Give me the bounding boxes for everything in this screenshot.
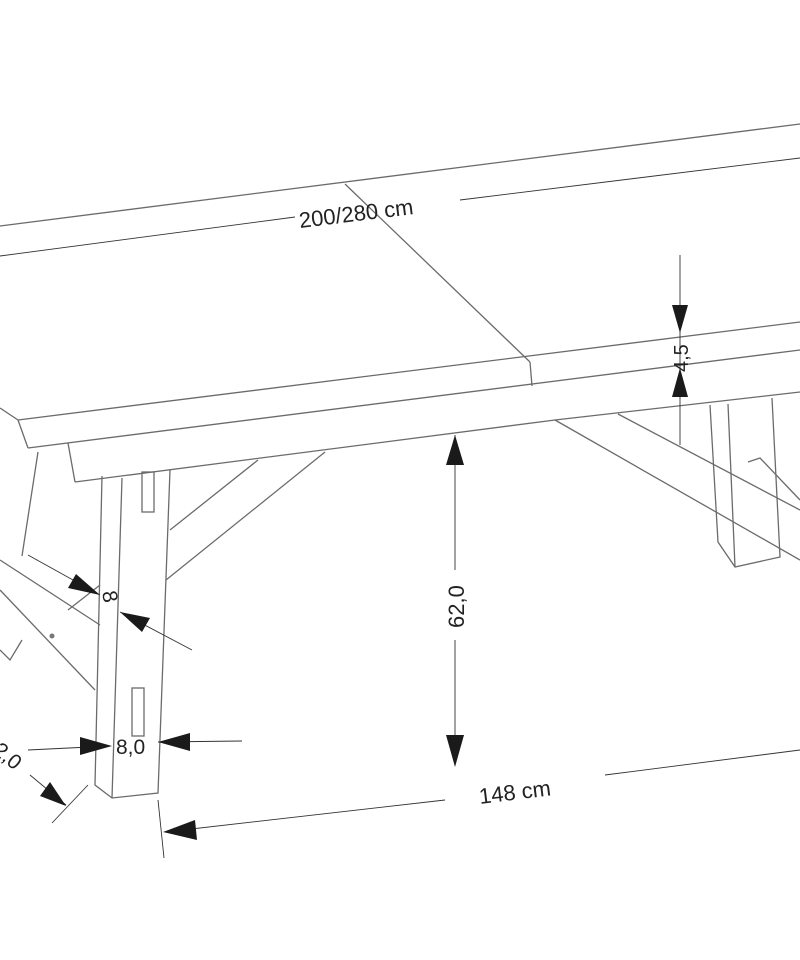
width-label: 148 cm	[478, 775, 553, 809]
top-thickness-label: 4,5	[671, 344, 693, 372]
tabletop	[0, 123, 800, 449]
leg-width-label: 8,0	[116, 736, 145, 759]
braces	[0, 413, 800, 691]
left-leg-back	[0, 451, 39, 662]
dimension-lines	[0, 157, 800, 859]
right-leg	[709, 397, 800, 568]
apron	[67, 391, 800, 483]
leg-offset-label: 2,0	[0, 738, 26, 774]
leg-depth-label: 8	[97, 589, 122, 605]
length-label: 200/280 cm	[298, 194, 415, 233]
front-left-leg	[94, 469, 171, 799]
height-label: 62,0	[444, 585, 469, 628]
